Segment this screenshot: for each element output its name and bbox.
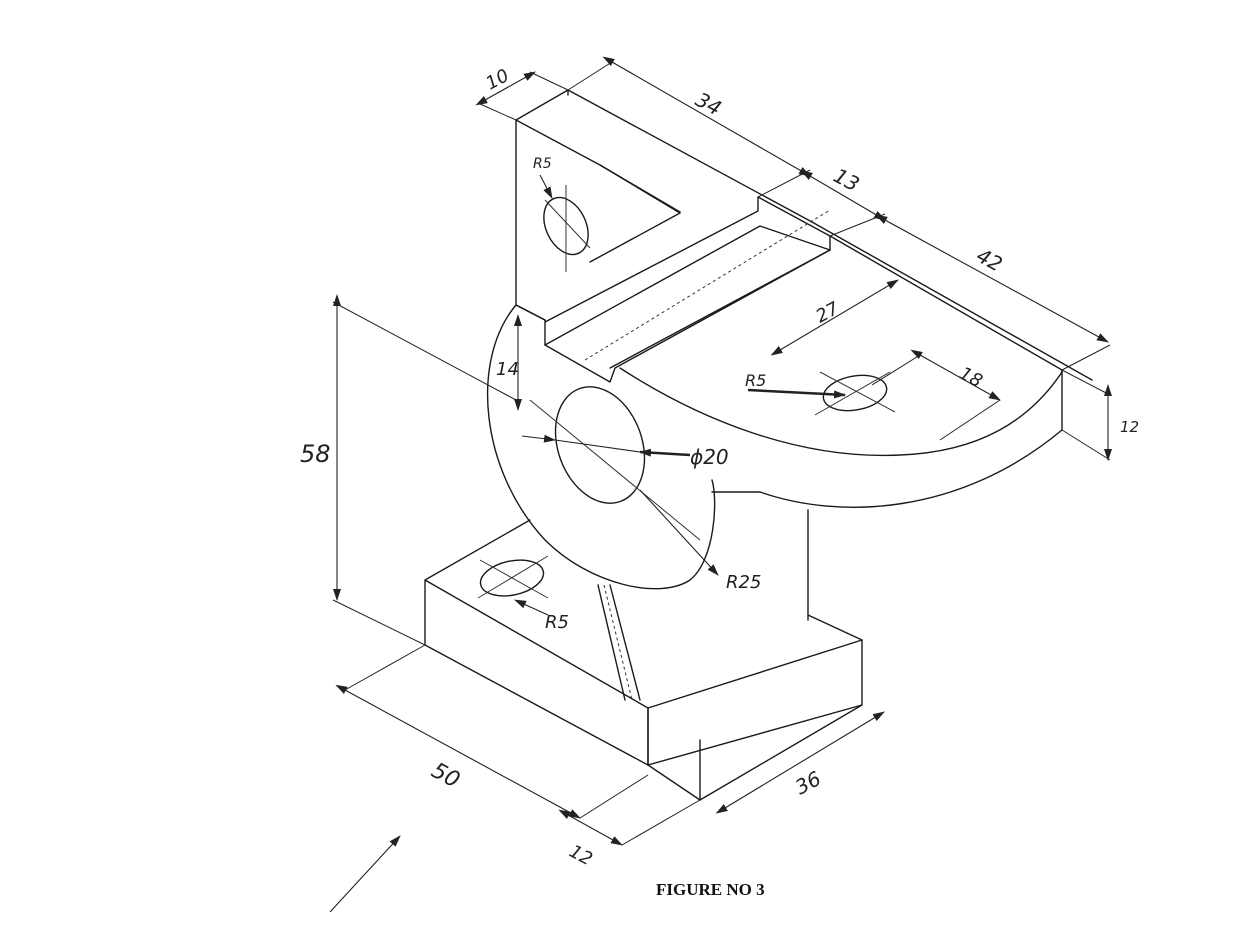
dim-r5-plate: R5 (533, 156, 552, 172)
bore-hole (554, 386, 646, 504)
top-plate (515, 196, 831, 383)
back-plate (515, 89, 813, 321)
top-hole (822, 374, 888, 412)
top-plate-curve (619, 367, 1063, 457)
dim-14: 14 (496, 359, 519, 380)
dim-r25: R25 (726, 572, 761, 593)
plate-hole (543, 196, 589, 256)
dim-18: 18 (956, 363, 986, 392)
dim-34: 34 (692, 87, 726, 120)
dim-12-right: 12 (1120, 418, 1139, 436)
view-direction-arrow (329, 835, 401, 913)
figure-caption: FIGURE NO 3 (656, 880, 765, 899)
dim-58: 58 (300, 440, 331, 468)
dim-50: 50 (427, 758, 463, 793)
dimension-labels: 10 34 13 42 27 18 12 14 58 ϕ20 R25 R5 R5… (300, 65, 1139, 870)
base-hole (479, 559, 545, 597)
dim-r5-base: R5 (545, 612, 569, 633)
web (597, 584, 641, 701)
dim-42: 42 (973, 243, 1007, 276)
center-lines (477, 185, 896, 599)
dim-12-bottom: 12 (566, 841, 596, 870)
dim-bore-phi20: ϕ20 (690, 445, 729, 469)
boss (486, 304, 716, 590)
base (424, 519, 863, 766)
dimension-lines (329, 56, 1112, 913)
dim-13: 13 (830, 163, 864, 196)
dim-36: 36 (791, 766, 825, 799)
dim-27: 27 (812, 298, 843, 328)
dim-r5-top: R5 (745, 371, 766, 390)
dim-10: 10 (482, 65, 512, 94)
